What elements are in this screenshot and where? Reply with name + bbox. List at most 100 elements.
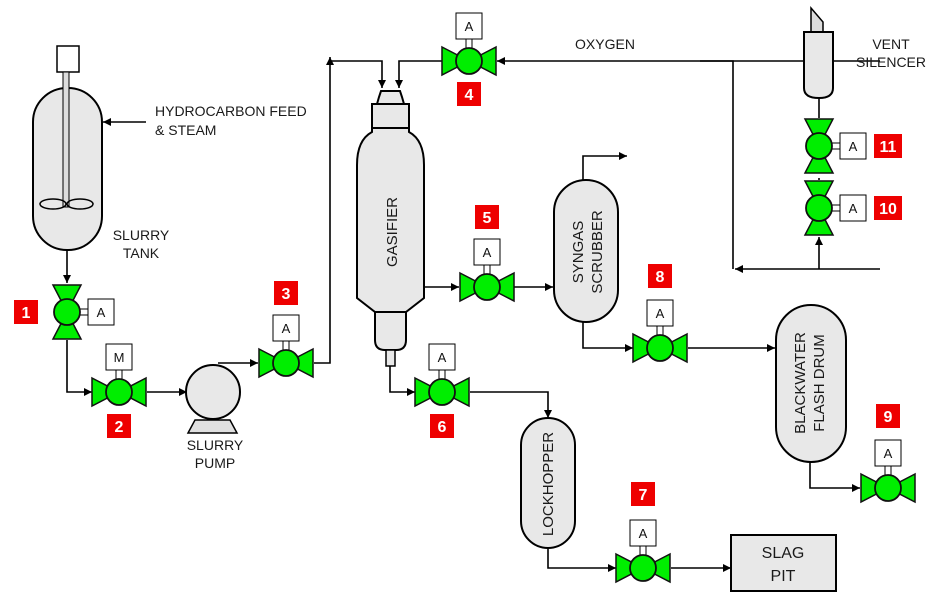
pipe-lockhopper-v7 — [547, 548, 616, 572]
lockhopper-label: LOCKHOPPER — [540, 432, 557, 536]
valve-tag-badge — [876, 404, 900, 428]
agitator-blade-icon — [66, 198, 94, 210]
valve-tag-number: 11 — [880, 139, 897, 156]
slurry-pump-label-2: PUMP — [195, 455, 235, 471]
gasifier[interactable] — [356, 90, 425, 367]
pipe-v4-gasifier — [395, 60, 442, 88]
valve-ball-icon — [874, 474, 902, 502]
actuator-type-label: A — [282, 321, 291, 336]
hydrocarbon-feed-label: HYDROCARBON FEED — [155, 103, 307, 119]
slurry-tank-label-2: TANK — [123, 245, 160, 261]
pipe-v6-lockhopper — [470, 391, 552, 418]
blackwater-label-2: FLASH DRUM — [811, 334, 828, 432]
control-valve-11[interactable]: A 11 — [803, 118, 902, 174]
vent-silencer-label-2: SILENCER — [856, 54, 926, 70]
blackwater-flash-drum[interactable] — [775, 304, 847, 463]
syngas-scrubber[interactable] — [553, 179, 619, 323]
valve-tag-badge — [274, 281, 298, 305]
actuator-box[interactable] — [839, 132, 867, 160]
gasifier-neck — [371, 103, 410, 129]
valve-tag-number: 5 — [483, 210, 492, 227]
actuator-box[interactable] — [87, 298, 115, 326]
valve-tag-badge — [457, 82, 481, 106]
pipe-blackwater-v9 — [809, 462, 860, 492]
slurry-tank[interactable] — [32, 45, 103, 251]
slag-pit-label: SLAG — [762, 545, 805, 562]
gasifier-quench — [374, 311, 407, 351]
valve-ball-icon — [53, 298, 81, 326]
blackwater-label: BLACKWATER — [792, 332, 809, 434]
valve-tag-number: 1 — [22, 305, 31, 322]
pump-casing-icon — [185, 364, 241, 420]
actuator-box[interactable] — [646, 299, 674, 327]
valve-ball-icon — [428, 378, 456, 406]
pipe-scrubber-v8 — [582, 322, 633, 352]
valve-tag-badge — [874, 134, 902, 158]
slag-pit[interactable] — [730, 534, 837, 592]
valve-tag-number: 6 — [438, 419, 447, 436]
valve-tag-badge — [475, 205, 499, 229]
control-valve-1[interactable]: A1 — [14, 284, 115, 340]
valve-tag-badge — [107, 414, 131, 438]
gasifier-body — [356, 127, 425, 313]
pipes — [63, 57, 880, 572]
valve-tag-number: 10 — [879, 201, 897, 218]
slurry-pump[interactable] — [185, 364, 241, 434]
control-valve-3[interactable]: A3 — [258, 281, 314, 379]
silencer-body — [803, 31, 834, 100]
gasifier-label: GASIFIER — [384, 197, 401, 267]
actuator-box[interactable] — [105, 343, 133, 371]
valve-ball-icon — [629, 554, 657, 582]
actuator-type-label: A — [483, 245, 492, 260]
actuator-type-label: A — [639, 526, 648, 541]
actuator-box[interactable] — [428, 343, 456, 371]
actuator-box[interactable] — [473, 238, 501, 266]
valve-tag-badge — [14, 300, 38, 324]
actuator-type-label: A — [438, 350, 447, 365]
actuator-box[interactable] — [455, 12, 483, 40]
valve-tag-badge — [648, 264, 672, 288]
valve-tag-badge — [631, 482, 655, 506]
slurry-pump-label: SLURRY — [187, 437, 244, 453]
valve-ball-icon — [473, 273, 501, 301]
actuator-type-label: A — [656, 306, 665, 321]
valve-tag-badge — [430, 414, 454, 438]
control-valve-10[interactable]: A 10 — [803, 180, 902, 236]
actuator-box[interactable] — [839, 194, 867, 222]
agitator-shaft-icon — [62, 71, 70, 208]
pump-base-icon — [186, 419, 239, 434]
pipe-gasifier-v6 — [389, 362, 415, 396]
gasifier-inlet-nozzle — [375, 90, 406, 105]
control-valve-6[interactable]: A6 — [414, 343, 470, 438]
control-valve-2[interactable]: M2 — [91, 343, 147, 438]
control-valve-7[interactable]: A7 — [615, 482, 671, 584]
pipe-slurry-gasifier — [330, 60, 386, 88]
pipe-syngas-out — [582, 152, 627, 180]
actuator-type-label: A — [849, 201, 858, 216]
actuator-type-label: A — [97, 305, 106, 320]
valve-tag-number: 9 — [884, 409, 893, 426]
silencer-stack-icon — [810, 5, 824, 33]
vent-silencer[interactable] — [803, 5, 834, 100]
actuator-box[interactable] — [874, 439, 902, 467]
actuator-type-label: A — [465, 19, 474, 34]
oxygen-label: OXYGEN — [575, 36, 635, 52]
valve-tag-number: 8 — [656, 269, 665, 286]
agitator-blade-icon — [39, 198, 67, 210]
gasifier-outlet — [385, 349, 396, 367]
vent-silencer-label: VENT — [872, 36, 910, 52]
syngas-scrubber-label-2: SCRUBBER — [589, 210, 606, 294]
actuator-box[interactable] — [272, 314, 300, 342]
lockhopper[interactable] — [520, 417, 576, 549]
valve-ball-icon — [805, 194, 833, 222]
control-valve-9[interactable]: A9 — [860, 404, 916, 504]
valve-tag-number: 7 — [639, 487, 648, 504]
valve-tag-number: 3 — [282, 286, 291, 303]
valve-ball-icon — [646, 334, 674, 362]
control-valve-5[interactable]: A5 — [459, 205, 515, 303]
actuator-box[interactable] — [629, 519, 657, 547]
actuator-type-label: A — [849, 139, 858, 154]
control-valve-8[interactable]: A8 — [632, 264, 688, 364]
control-valve-4[interactable]: A4 — [441, 12, 497, 106]
agitator-motor-icon — [56, 45, 80, 73]
